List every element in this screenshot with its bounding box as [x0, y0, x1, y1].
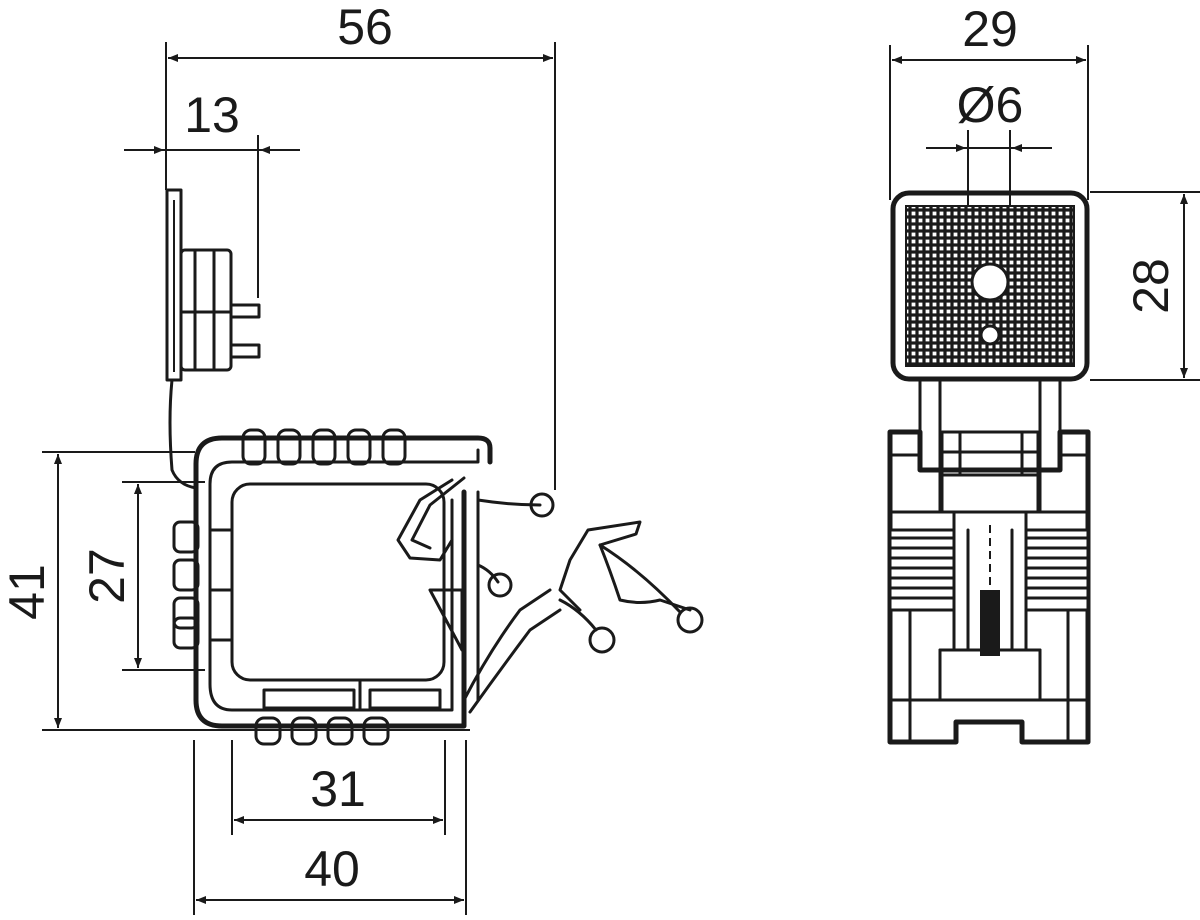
- dimension-pad-height: 28: [1090, 191, 1200, 381]
- clamp-body: [887, 429, 1091, 745]
- bottom-slots: [262, 678, 442, 712]
- mounting-plate: [165, 188, 261, 490]
- mounting-pad: [890, 190, 1090, 382]
- bottom-ribs: [254, 716, 390, 746]
- dim-label-40: 40: [304, 841, 360, 897]
- tray-body: [172, 428, 493, 746]
- dimension-mount-offset: 13: [124, 87, 300, 298]
- dim-label-13: 13: [184, 87, 240, 143]
- fixing-hole: [970, 262, 1010, 302]
- front-view: 29 Ø6 28: [887, 1, 1200, 745]
- dimension-inner-height: 27: [79, 481, 205, 671]
- dimension-inner-width: 31: [231, 740, 446, 835]
- top-ribs: [241, 428, 407, 466]
- dim-label-41: 41: [0, 564, 55, 620]
- latch-mechanism: [396, 476, 704, 714]
- dim-label-diameter-6: Ø6: [957, 77, 1024, 133]
- central-channel: [888, 510, 1090, 744]
- dim-label-28: 28: [1123, 258, 1179, 314]
- side-view: 56 13 41 27 31: [0, 0, 704, 915]
- dim-label-29: 29: [962, 1, 1018, 57]
- dimension-overall-width: 56: [165, 0, 556, 490]
- dim-label-56: 56: [337, 0, 393, 55]
- screw: [980, 590, 1000, 656]
- dimension-front-width: 29: [889, 1, 1089, 200]
- dim-label-31: 31: [310, 761, 366, 817]
- dimension-base-width: 40: [193, 740, 467, 915]
- dim-label-27: 27: [79, 548, 135, 604]
- ribbed-bands: [888, 528, 1090, 612]
- secondary-hole: [979, 324, 1001, 346]
- left-ribs: [172, 520, 234, 650]
